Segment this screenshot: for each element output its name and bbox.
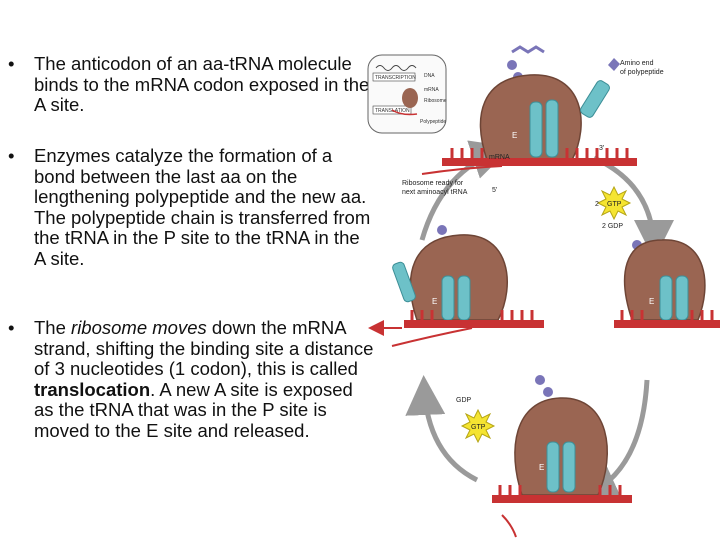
gdp-label: 2 GDP bbox=[602, 223, 623, 230]
amino-end-label: of polypeptide bbox=[620, 69, 664, 76]
inset-label: Polypeptide bbox=[420, 119, 446, 125]
gtp-label: GTP bbox=[607, 201, 622, 208]
text-segment: down the mRNA strand, shifting the bindi… bbox=[34, 317, 374, 379]
gtp-burst bbox=[596, 185, 632, 221]
bullet-text: The anticodon of an aa-tRNA molecule bin… bbox=[34, 53, 370, 115]
five-prime-label: 5' bbox=[492, 187, 497, 194]
italic-term: ribosome moves bbox=[71, 317, 207, 338]
three-prime-label: 3' bbox=[599, 145, 604, 152]
inset-label: DNA bbox=[424, 73, 435, 79]
site-label-a: site site bbox=[538, 190, 562, 197]
bullet-text: Enzymes catalyze the formation of a bond… bbox=[34, 145, 371, 269]
overview-inset: TRANSCRIPTION DNA mRNA Ribosome TRANSLAT… bbox=[367, 54, 447, 134]
elongation-cycle-figure: TRANSCRIPTION DNA mRNA Ribosome TRANSLAT… bbox=[362, 40, 720, 540]
inset-label: Ribosome bbox=[424, 98, 447, 104]
text-segment: . A new A site is exposed as the tRNA th… bbox=[34, 378, 353, 441]
mrna-label: mRNA bbox=[489, 154, 510, 161]
bullet-marker: • bbox=[8, 53, 15, 74]
site-label-e: E bbox=[649, 297, 654, 306]
bullet-marker: • bbox=[8, 145, 15, 166]
gtp-count-label: 2 bbox=[595, 201, 599, 208]
bullet-marker: • bbox=[8, 317, 15, 338]
gdp-label: GDP bbox=[456, 397, 472, 404]
site-label-a: A bbox=[464, 335, 469, 342]
ribosome-right: E P A bbox=[614, 239, 720, 342]
ready-label: Ribosome ready for bbox=[402, 180, 464, 187]
gtp-burst bbox=[460, 408, 496, 444]
site-label-e: E bbox=[512, 131, 517, 140]
inset-label: mRNA bbox=[424, 87, 439, 93]
bullet-text: The ribosome moves down the mRNA strand,… bbox=[34, 317, 374, 441]
site-label-p: P bbox=[538, 175, 543, 182]
bold-term: translocation bbox=[34, 378, 151, 400]
gtp-label: GTP bbox=[471, 424, 486, 431]
ribosome-top: P A site site E bbox=[421, 45, 637, 197]
site-label-p: P bbox=[548, 507, 553, 514]
amino-end-label: Amino end bbox=[620, 60, 654, 67]
site-label-a: A bbox=[538, 182, 543, 189]
elongation-diagram: TRANSCRIPTION DNA mRNA Ribosome TRANSLAT… bbox=[367, 45, 720, 538]
ribosome-left: E P A bbox=[391, 225, 544, 347]
site-label-e: E bbox=[432, 297, 437, 306]
site-label-a: A bbox=[680, 335, 685, 342]
site-label-p: P bbox=[662, 335, 667, 342]
site-label-p: P bbox=[446, 335, 451, 342]
cycle-arrow bbox=[405, 375, 479, 483]
ready-label: next aminoacyl tRNA bbox=[402, 189, 468, 196]
bullet-list: • The anticodon of an aa-tRNA molecule b… bbox=[8, 53, 374, 441]
text-segment: The bbox=[34, 317, 72, 338]
site-label-e: E bbox=[539, 463, 544, 472]
inset-label: TRANSCRIPTION bbox=[375, 75, 416, 81]
ribosome-bottom: E P A bbox=[492, 375, 632, 538]
site-label-a: A bbox=[566, 507, 571, 514]
